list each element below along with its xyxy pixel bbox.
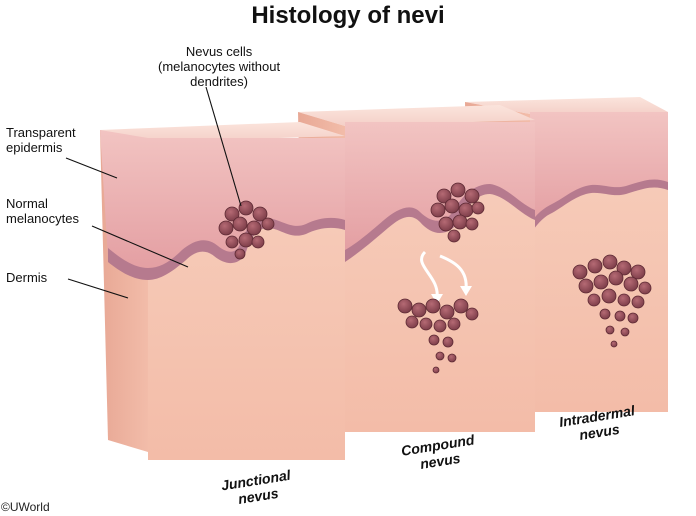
label-line: epidermis [6,140,63,155]
block-top-face [100,122,345,142]
dermal-nevus-cells [397,298,479,374]
dermis-leader [67,278,129,299]
label-transparent-epidermis: Transparent epidermis [6,125,76,155]
junctional-nest [218,200,275,260]
epidermis-leader [65,157,118,179]
label-normal-melanocytes: Normal melanocytes [6,196,79,226]
junctional-nest [430,182,485,243]
diagram-title: Histology of nevi [251,2,445,29]
nevus-cells-leader [205,86,242,207]
block-top-face [298,105,535,126]
label-dermis: Dermis [6,270,47,285]
migration-arrows [420,250,468,299]
epidermis-layer [100,130,345,276]
label-line: Nevus cells [185,44,253,59]
copyright-notice: ©UWorld [1,500,50,514]
migration-arrowheads [431,286,472,304]
nevus-cell-cluster [572,254,652,348]
leader-lines [65,86,242,299]
label-nevus-cells: Nevus cells (melanocytes without dendrit… [158,44,280,89]
melanocytes-leader [91,225,189,268]
label-line: Normal [6,196,48,211]
label-line: dendrites) [190,74,248,89]
label-line: Dermis [6,270,48,285]
junctional-nevus-block [100,122,345,460]
block-top-face [465,97,668,114]
basal-melanocyte-layer [108,217,345,280]
label-line: (melanocytes without [158,59,281,74]
label-line: Transparent [6,125,76,140]
label-line: melanocytes [6,211,79,226]
basal-melanocyte-layer [530,179,668,234]
